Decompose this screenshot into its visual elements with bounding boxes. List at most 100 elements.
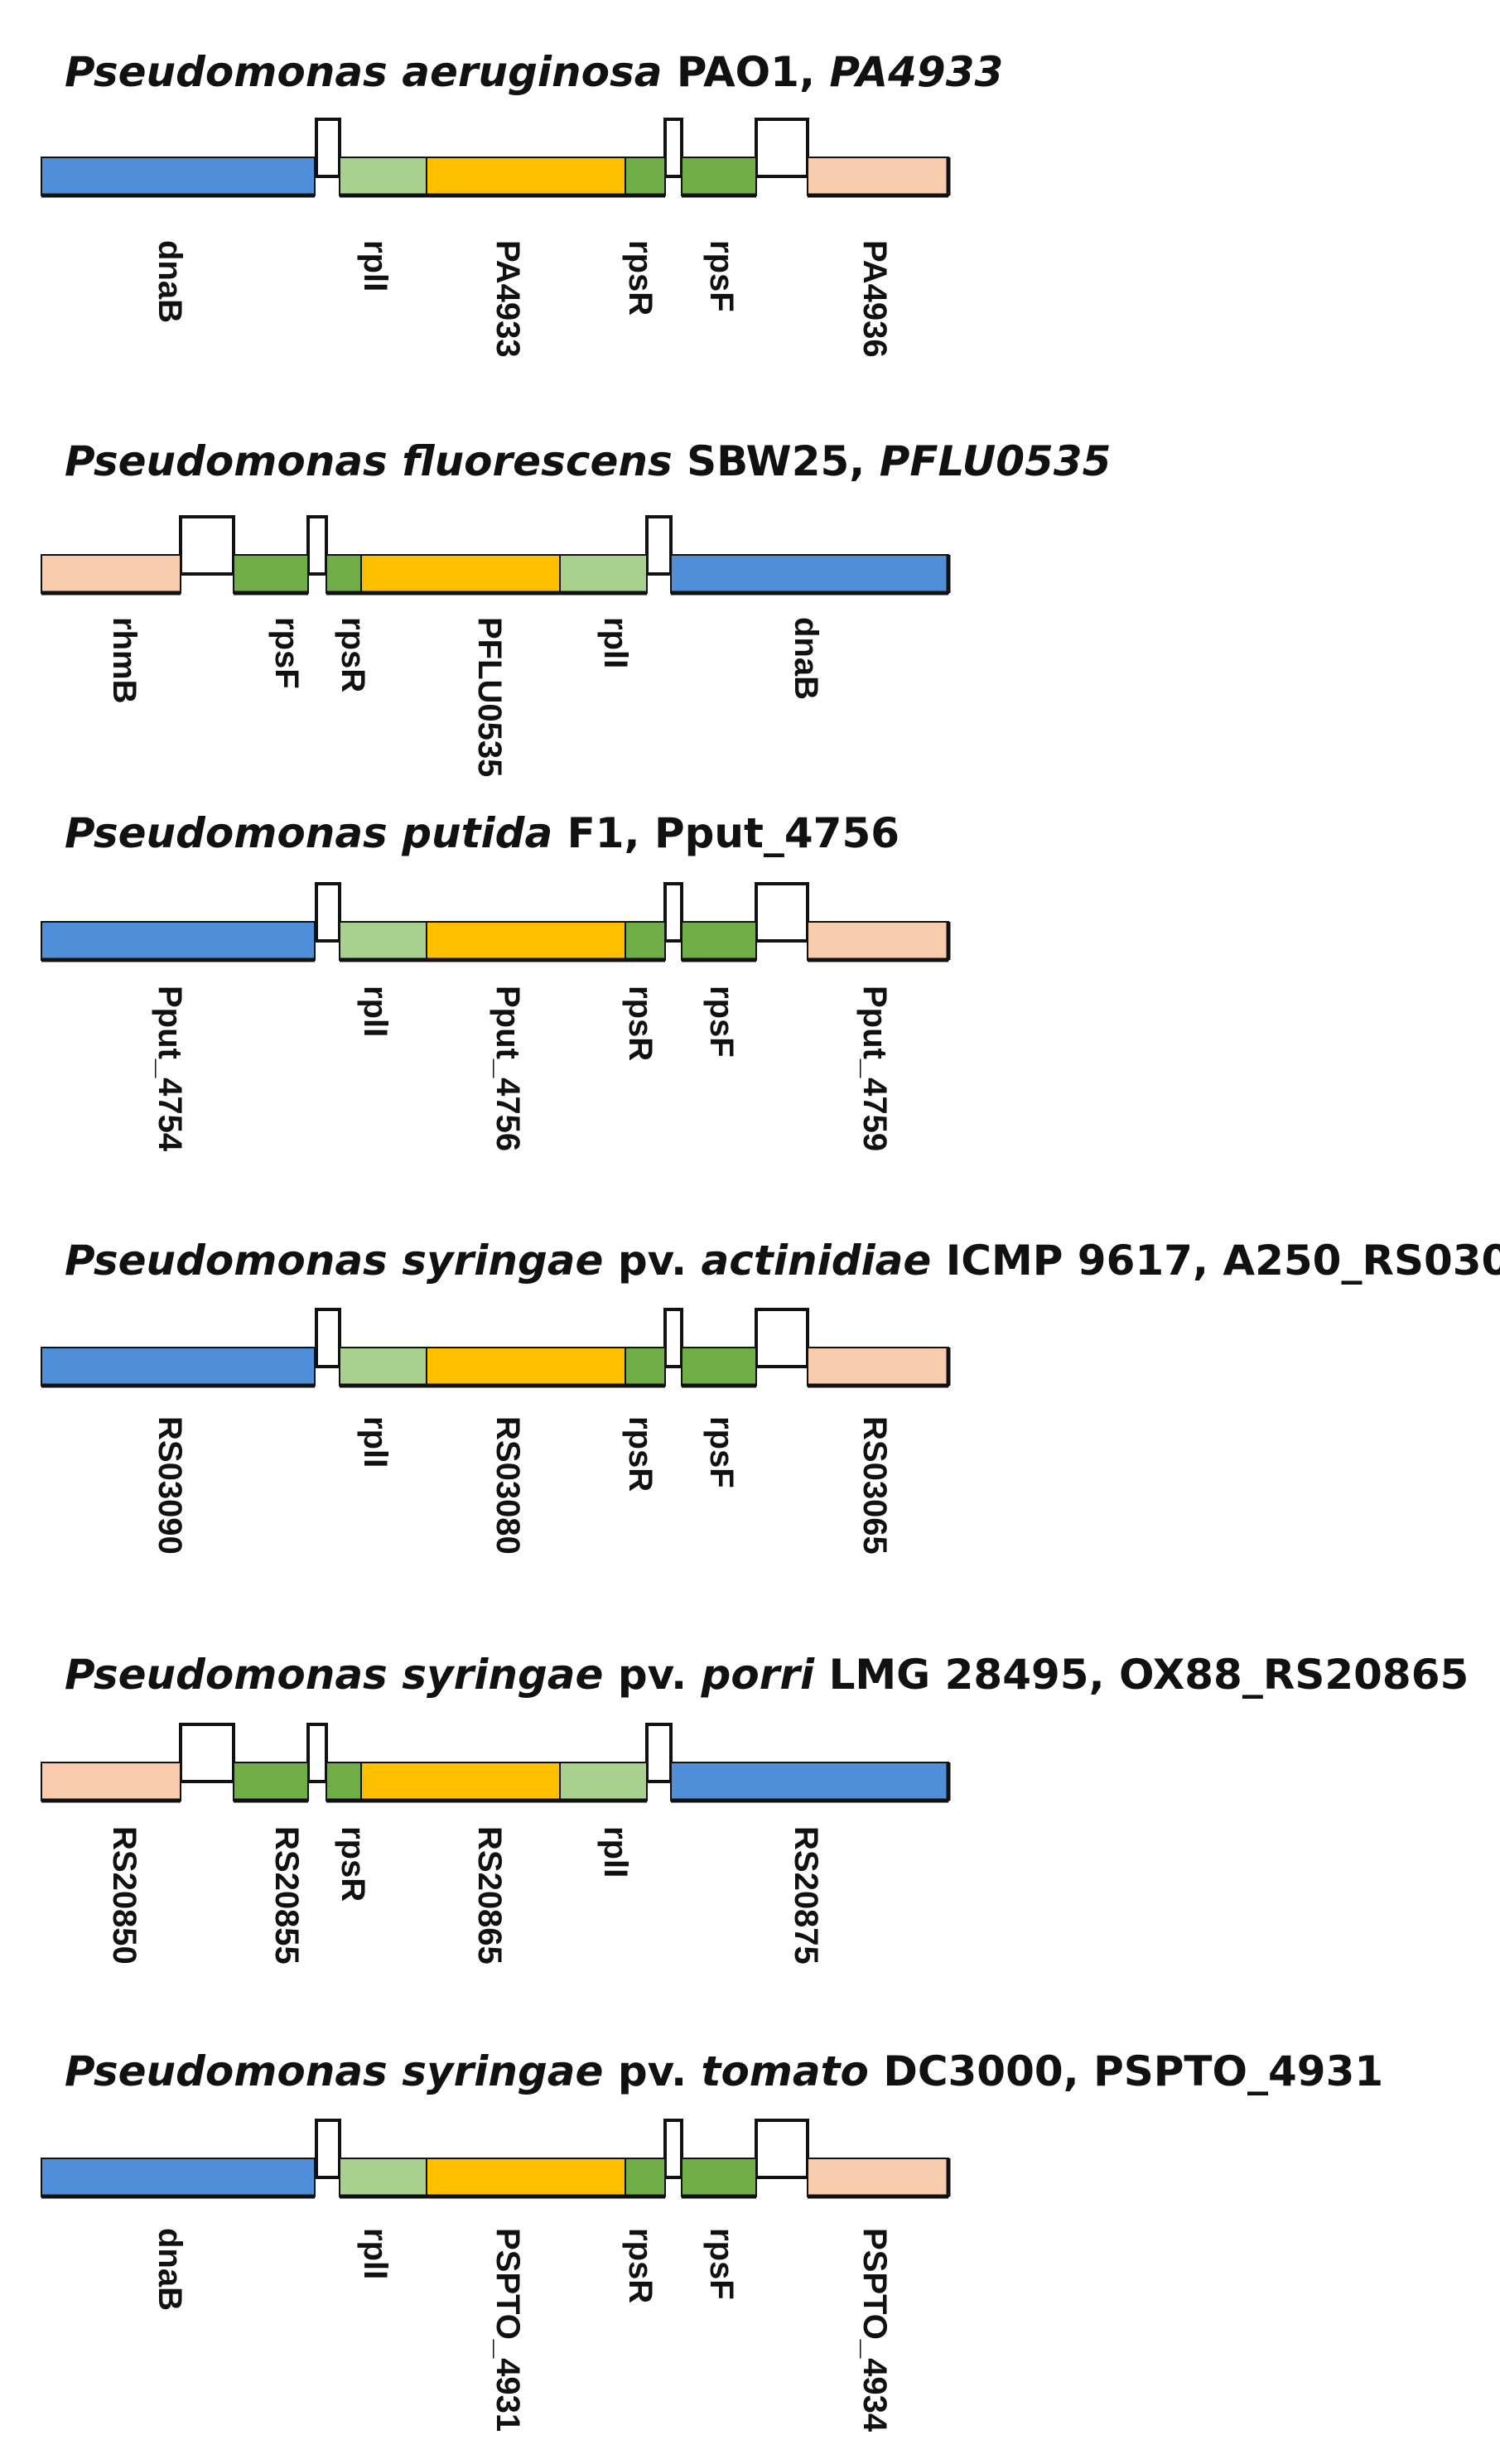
gene-label: rhmB	[106, 617, 142, 703]
track-title: Pseudomonas syringae pv. porri LMG 28495…	[65, 1651, 1469, 1699]
gene-block	[41, 2158, 316, 2197]
intergenic-spacer	[315, 2119, 341, 2179]
track-title-part: tomato	[687, 2047, 869, 2095]
track-title-part: PA4933	[815, 48, 1003, 96]
gene-block	[426, 921, 626, 961]
track-title-part: actinidiae	[687, 1237, 931, 1285]
track-title-part: Pseudomonas aeruginosa	[65, 48, 663, 96]
gene-label: Pput_4759	[856, 986, 893, 1151]
gene-block	[681, 2158, 757, 2197]
intergenic-spacer	[179, 515, 235, 576]
track-title: Pseudomonas syringae pv. tomato DC3000, …	[65, 2047, 1383, 2095]
intergenic-spacer	[755, 1308, 809, 1368]
gene-label: RS03065	[856, 1416, 893, 1555]
gene-track: Pseudomonas aeruginosa PAO1, PA4933 dnaB r…	[41, 48, 1003, 358]
gene-track: Pseudomonas syringae pv. tomato DC3000, …	[41, 2047, 1383, 2433]
track-title-part: PAO1,	[663, 48, 815, 96]
gene-label: rpsF	[703, 240, 740, 312]
track-title-part: SBW25,	[673, 437, 866, 485]
intergenic-spacer	[315, 882, 341, 943]
gene-label: RS03090	[152, 1416, 188, 1555]
gene-label: dnaB	[788, 617, 824, 700]
gene-block	[41, 157, 316, 196]
gene-label: RS20850	[106, 1826, 142, 1965]
gene-track: Pseudomonas syringae pv. actinidiae ICMP…	[41, 1237, 1500, 1555]
track-title-part: Pseudomonas fluorescens	[65, 437, 673, 485]
gene-label: rpsR	[622, 240, 658, 316]
intergenic-spacer	[306, 1723, 328, 1783]
gene-label: PSPTO_4931	[490, 2228, 526, 2432]
gene-label: rpsR	[335, 617, 371, 692]
gene-block	[41, 1762, 181, 1801]
gene-label: Pput_4754	[152, 986, 188, 1152]
track-title-part: porri	[687, 1651, 815, 1699]
track-title: Pseudomonas fluorescens SBW25, PFLU0535	[65, 437, 1111, 485]
intergenic-spacer	[663, 2119, 683, 2179]
gene-block	[233, 1762, 309, 1801]
gene-block	[426, 2158, 626, 2197]
gene-block	[339, 1347, 427, 1386]
gene-label: rplI	[597, 1826, 634, 1878]
gene-label: rplI	[357, 240, 393, 292]
gene-block	[807, 157, 949, 196]
gene-block	[807, 1347, 949, 1386]
track-title-part: A250_RS03080	[1208, 1237, 1500, 1285]
gene-track: Pseudomonas syringae pv. porri LMG 28495…	[41, 1651, 1469, 1965]
gene-block	[559, 554, 648, 594]
gene-label: rplI	[357, 2228, 393, 2279]
gene-label: RS03080	[490, 1416, 526, 1555]
gene-label: dnaB	[152, 240, 188, 323]
gene-label: PA4933	[490, 240, 526, 358]
gene-label: rpsF	[268, 617, 305, 689]
gene-block	[670, 1762, 949, 1801]
gene-block	[625, 157, 666, 196]
gene-block	[670, 554, 949, 594]
gene-track: Pseudomonas fluorescens SBW25, PFLU0535 r…	[41, 437, 1111, 777]
track-title-part: Pput_4756	[640, 809, 900, 857]
gene-block	[681, 1347, 757, 1386]
gene-label: rpsR	[622, 1416, 658, 1492]
intergenic-spacer	[179, 1723, 235, 1783]
gene-block	[41, 554, 181, 594]
gene-block	[233, 554, 309, 594]
gene-label: rpsR	[622, 986, 658, 1061]
gene-block	[326, 1762, 362, 1801]
gene-label: Pput_4756	[490, 986, 526, 1151]
tracks-group: Pseudomonas aeruginosa PAO1, PA4933 dnaB r…	[41, 48, 1500, 2433]
gene-block	[625, 921, 666, 961]
gene-block	[426, 1347, 626, 1386]
gene-block	[360, 1762, 561, 1801]
track-title: Pseudomonas syringae pv. actinidiae ICMP…	[65, 1237, 1500, 1285]
track-title: Pseudomonas putida F1, Pput_4756	[65, 809, 900, 857]
gene-label: rplI	[597, 617, 634, 668]
gene-block	[339, 2158, 427, 2197]
gene-label: rplI	[357, 986, 393, 1037]
gene-label: rpsR	[335, 1826, 371, 1902]
intergenic-spacer	[755, 2119, 809, 2179]
track-title-part: PFLU0535	[865, 437, 1111, 485]
intergenic-spacer	[755, 118, 809, 178]
gene-label: PSPTO_4934	[856, 2228, 893, 2433]
track-title-part: Pseudomonas syringae	[65, 1651, 603, 1699]
gene-label: RS20855	[268, 1826, 305, 1965]
track-title-part: PSPTO_4931	[1079, 2047, 1383, 2095]
gene-block	[339, 921, 427, 961]
gene-block	[339, 157, 427, 196]
track-title-part: ICMP 9617,	[931, 1237, 1208, 1285]
gene-label: dnaB	[152, 2228, 188, 2311]
gene-block	[625, 1347, 666, 1386]
intergenic-spacer	[663, 882, 683, 943]
intergenic-spacer	[663, 1308, 683, 1368]
gene-block	[807, 921, 949, 961]
gene-label: PFLU0535	[471, 617, 508, 777]
track-title-part: OX88_RS20865	[1105, 1651, 1469, 1699]
gene-block	[807, 2158, 949, 2197]
gene-block	[559, 1762, 648, 1801]
gene-label: rplI	[357, 1416, 393, 1468]
intergenic-spacer	[315, 118, 341, 178]
intergenic-spacer	[663, 118, 683, 178]
gene-label: rpsF	[703, 2228, 740, 2300]
gene-label: RS20875	[788, 1826, 824, 1965]
intergenic-spacer	[645, 1723, 673, 1783]
